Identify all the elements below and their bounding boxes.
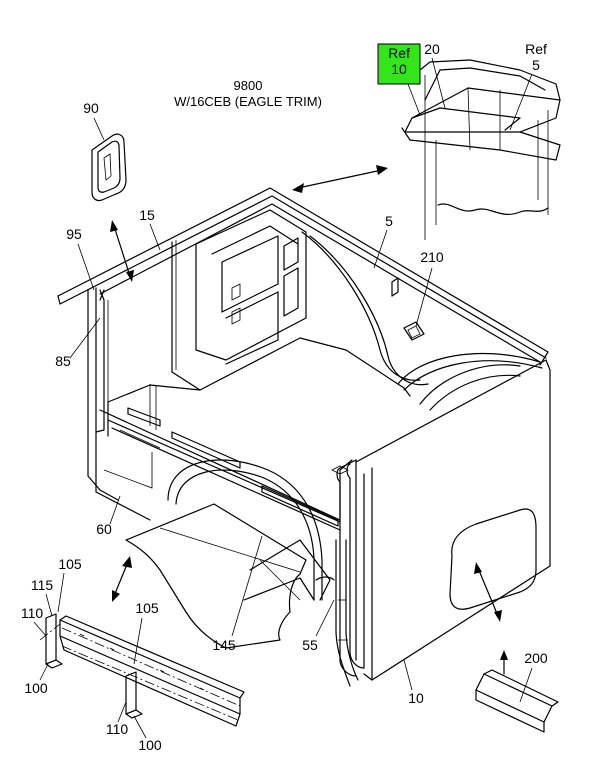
floor-mat-part-145	[125, 503, 307, 649]
callout-110-right: 110	[106, 721, 129, 737]
callout-55: 55	[302, 637, 318, 653]
callout-200: 200	[524, 650, 548, 666]
ref-10-ref-label: Ref	[388, 45, 410, 61]
duct-part-55	[335, 539, 359, 687]
window-part-90	[91, 133, 127, 202]
callout-90: 90	[83, 100, 99, 116]
ref-10-number: 10	[391, 61, 407, 77]
bracket-part-200	[475, 669, 559, 733]
callout-10: 10	[408, 690, 424, 706]
callout-100-right: 100	[138, 737, 162, 753]
arrow-window	[110, 220, 134, 282]
callout-85: 85	[55, 353, 71, 369]
detail-view-trim-corner	[401, 59, 561, 240]
callout-105-left: 105	[58, 556, 82, 572]
callout-210: 210	[420, 249, 444, 265]
ref-10-highlight	[377, 43, 421, 85]
callout-105-right: 105	[135, 600, 159, 616]
cab-body	[57, 187, 551, 681]
callout-100-left: 100	[24, 680, 48, 696]
callout-5: 5	[385, 213, 393, 229]
callout-ref5-number: 5	[532, 57, 540, 73]
callout-60: 60	[96, 521, 112, 537]
arrow-side-panel	[474, 562, 502, 622]
callout-145: 145	[212, 637, 236, 653]
model-description: W/16CEB (EAGLE TRIM)	[174, 94, 322, 109]
callout-ref5-ref: Ref	[525, 41, 547, 57]
arrow-step-rail	[112, 556, 132, 602]
model-number: 9800	[234, 78, 263, 93]
double-arrow-top	[292, 165, 388, 193]
step-rail-assembly	[39, 613, 245, 727]
callout-15: 15	[139, 207, 155, 223]
callout-95: 95	[66, 226, 82, 242]
arrow-part-200	[500, 650, 508, 675]
callout-20: 20	[424, 41, 440, 57]
callout-110-left: 110	[21, 605, 44, 621]
callout-115: 115	[31, 577, 54, 593]
